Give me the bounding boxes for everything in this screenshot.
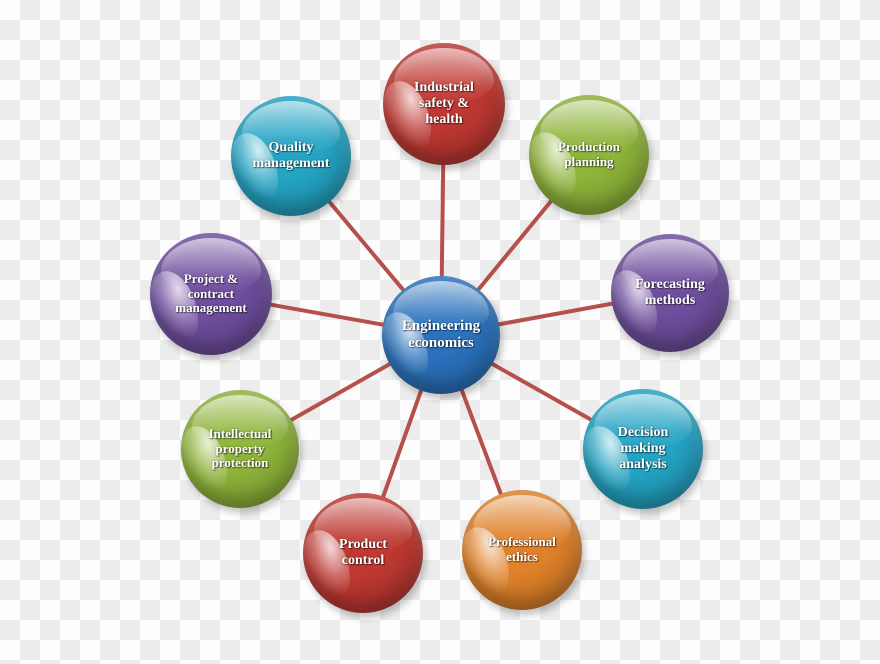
node-product-control[interactable]: Product control xyxy=(303,493,423,613)
spoke-line-decision-making-analysis xyxy=(487,360,596,423)
hub-node-engineering-economics-label: Engineering economics xyxy=(401,318,481,351)
spoke-line-production-planning xyxy=(474,197,555,294)
node-project-contract-management[interactable]: Project & contract management xyxy=(150,233,272,355)
node-intellectual-property-protection-label: Intellectual property protection xyxy=(208,426,272,471)
node-production-planning[interactable]: Production planning xyxy=(529,95,649,215)
spoke-line-project-contract-management xyxy=(266,302,388,328)
node-forecasting-methods-label: Forecasting methods xyxy=(635,277,705,308)
node-quality-management-label: Quality management xyxy=(252,140,330,171)
spoke-line-professional-ethics xyxy=(458,385,504,499)
node-industrial-safety-health-label: Industrial safety & health xyxy=(414,80,474,127)
node-decision-making-analysis-label: Decision making analysis xyxy=(617,425,669,472)
node-professional-ethics[interactable]: Professional ethics xyxy=(462,490,582,610)
spoke-line-forecasting-methods xyxy=(494,301,617,327)
node-production-planning-label: Production planning xyxy=(558,139,620,169)
node-project-contract-management-label: Project & contract management xyxy=(175,271,247,316)
node-industrial-safety-health[interactable]: Industrial safety & health xyxy=(383,43,505,165)
node-forecasting-methods[interactable]: Forecasting methods xyxy=(611,234,729,352)
spoke-line-industrial-safety-health xyxy=(439,159,446,282)
node-professional-ethics-label: Professional ethics xyxy=(488,534,556,564)
spoke-line-intellectual-property-protection xyxy=(286,360,395,424)
node-decision-making-analysis[interactable]: Decision making analysis xyxy=(583,389,703,509)
node-product-control-label: Product control xyxy=(339,537,387,568)
spoke-line-product-control xyxy=(380,385,425,502)
hub-node-engineering-economics[interactable]: Engineering economics xyxy=(382,276,500,394)
spoke-line-quality-management xyxy=(325,197,408,295)
node-quality-management[interactable]: Quality management xyxy=(231,96,351,216)
node-intellectual-property-protection[interactable]: Intellectual property protection xyxy=(181,390,299,508)
